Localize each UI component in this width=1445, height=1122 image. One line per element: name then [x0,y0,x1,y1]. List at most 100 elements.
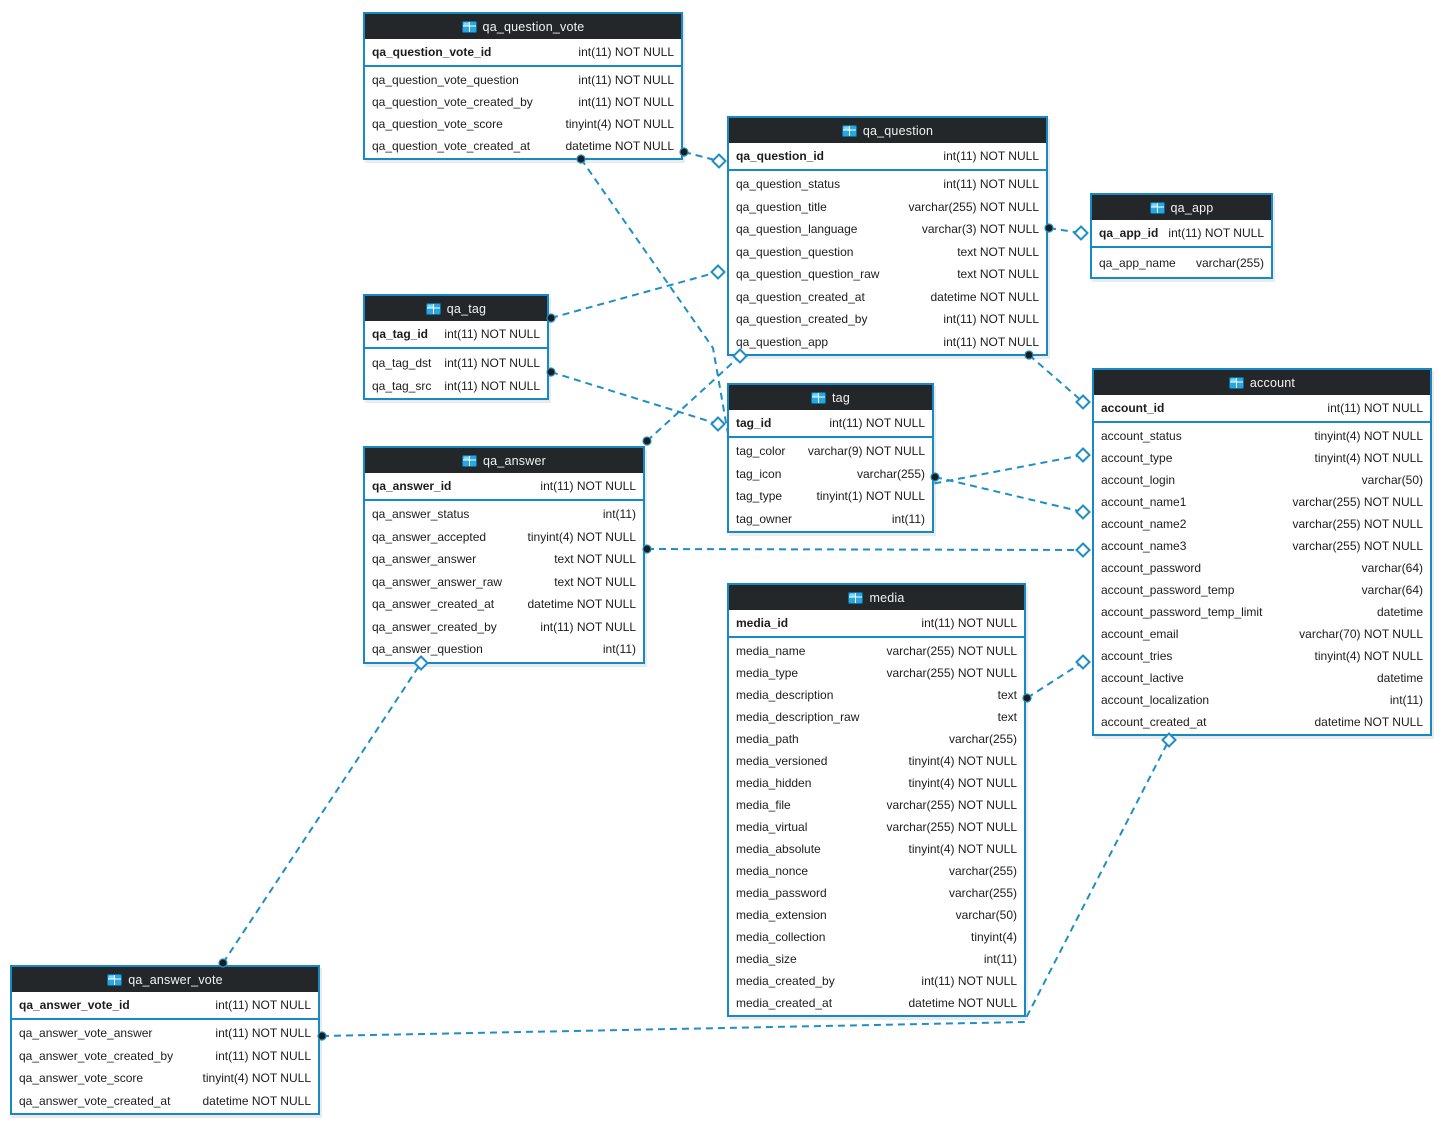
relationship-qa_question-to-qa_app[interactable] [1048,227,1082,234]
table-header-media[interactable]: media [729,585,1024,610]
table-header-qa_app[interactable]: qa_app [1092,195,1271,220]
relationship-qa_tag-to-tag[interactable] [550,371,719,425]
relationship-qa_tag-to-qa_question[interactable] [550,271,719,319]
relationship-qa_answer_vote-to-account[interactable] [321,739,1170,1037]
table-header-qa_question[interactable]: qa_question [729,118,1046,143]
relationship-qa_question-to-account[interactable] [1028,354,1084,403]
relationship-qa_answer-to-qa_question[interactable] [646,355,741,442]
table-header-account[interactable]: account [1094,370,1430,395]
relationship-qa_question_vote-to-qa_question[interactable] [683,151,720,162]
table-header-qa_answer_vote[interactable]: qa_answer_vote [12,967,318,992]
relationship-qa_answer-to-account[interactable] [646,548,1084,551]
relationship-media-to-account[interactable] [1026,661,1084,699]
relationship-tag-to-account[interactable] [934,476,1084,513]
table-header-qa_question_vote[interactable]: qa_question_vote [365,14,681,39]
table-header-qa_answer[interactable]: qa_answer [365,448,643,473]
table-header-qa_tag[interactable]: qa_tag [365,296,547,321]
table-header-tag[interactable]: tag [729,385,932,410]
relationship-qa_answer_vote-to-qa_answer[interactable] [222,662,422,964]
